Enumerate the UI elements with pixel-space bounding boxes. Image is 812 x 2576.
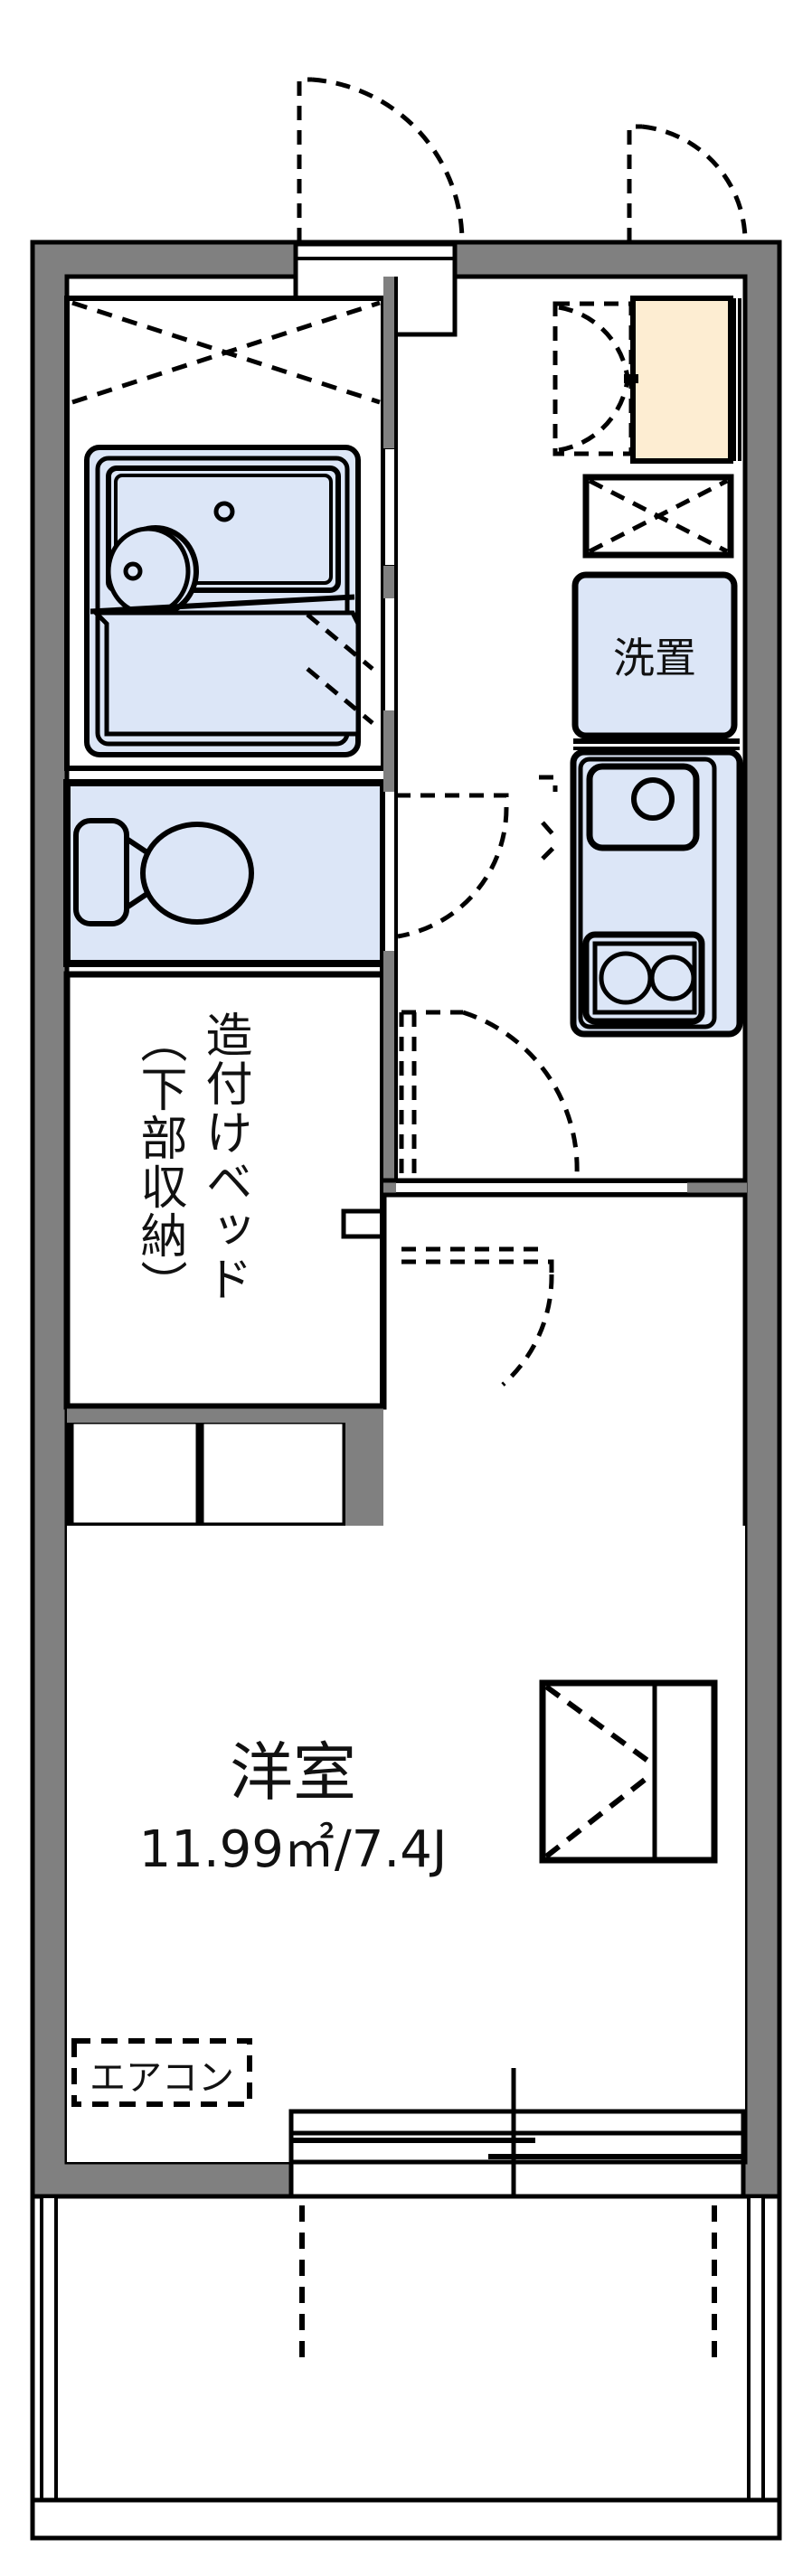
toilet-bowl-icon	[140, 822, 254, 925]
built-in-bed-area	[63, 971, 387, 1410]
toilet-door-swing[interactable]	[396, 793, 509, 939]
bed-base-cabinets	[67, 1417, 349, 1529]
shoe-box-door-indicator	[588, 478, 729, 554]
built-in-bed-storage-label: （下部収納）	[132, 1016, 186, 1309]
shoe-box[interactable]	[582, 474, 734, 559]
toilet-door-opening	[382, 788, 398, 954]
built-in-bed-outline	[63, 971, 387, 1410]
room-entry-door-swing[interactable]	[399, 1010, 580, 1177]
cabinet-right	[197, 1417, 349, 1529]
basin-drain-icon	[123, 561, 143, 581]
closet[interactable]	[539, 1679, 718, 1864]
kitchen-door-indicator[interactable]	[539, 775, 558, 860]
bathtub-assembly	[84, 445, 361, 757]
laundry-label: 洗置	[613, 634, 696, 682]
unit-bath-room	[64, 296, 386, 771]
door-handle-icon	[624, 374, 638, 383]
balcony-right-rail	[747, 2195, 765, 2502]
main-room-area: 11.99㎡/7.4J	[139, 1820, 448, 1879]
air-conditioner-label: エアコン	[90, 2057, 234, 2099]
air-conditioner-outline	[71, 2038, 252, 2107]
bath-ceiling-hatch	[71, 300, 381, 405]
entrance-area	[552, 296, 741, 464]
closet-door-indicator	[544, 1684, 655, 1859]
burner-right-icon	[649, 954, 696, 1001]
entrance-tile	[630, 296, 733, 464]
cabinet-left	[67, 1417, 203, 1529]
toilet-room	[63, 779, 387, 967]
corridor-door-swing[interactable]	[627, 124, 748, 242]
entrance-door-swing[interactable]	[297, 77, 465, 242]
main-room-name: 洋室	[230, 1735, 356, 1810]
bed-notch	[341, 1208, 386, 1239]
corridor-second-door-swing[interactable]	[401, 1246, 554, 1387]
closet-outline	[539, 1679, 718, 1864]
balcony-front-rail	[30, 2497, 782, 2541]
toilet-tank-icon	[73, 818, 129, 926]
balcony	[30, 2194, 782, 2541]
air-conditioner	[71, 2038, 252, 2107]
balcony-left-rail	[40, 2195, 58, 2502]
balcony-window[interactable]	[288, 2068, 746, 2251]
bath-door-indicator[interactable]	[306, 613, 374, 725]
bath-drain-icon	[213, 501, 235, 522]
built-in-bed-label: 造付けベッド	[197, 1011, 251, 1303]
washing-machine-space	[571, 571, 738, 739]
kitchen-sink-icon	[586, 763, 700, 851]
balcony-outline	[30, 2194, 782, 2521]
kitchen-unit	[570, 738, 743, 1038]
sink-drain-icon	[631, 777, 675, 821]
laundry-pan-outline	[571, 571, 738, 739]
